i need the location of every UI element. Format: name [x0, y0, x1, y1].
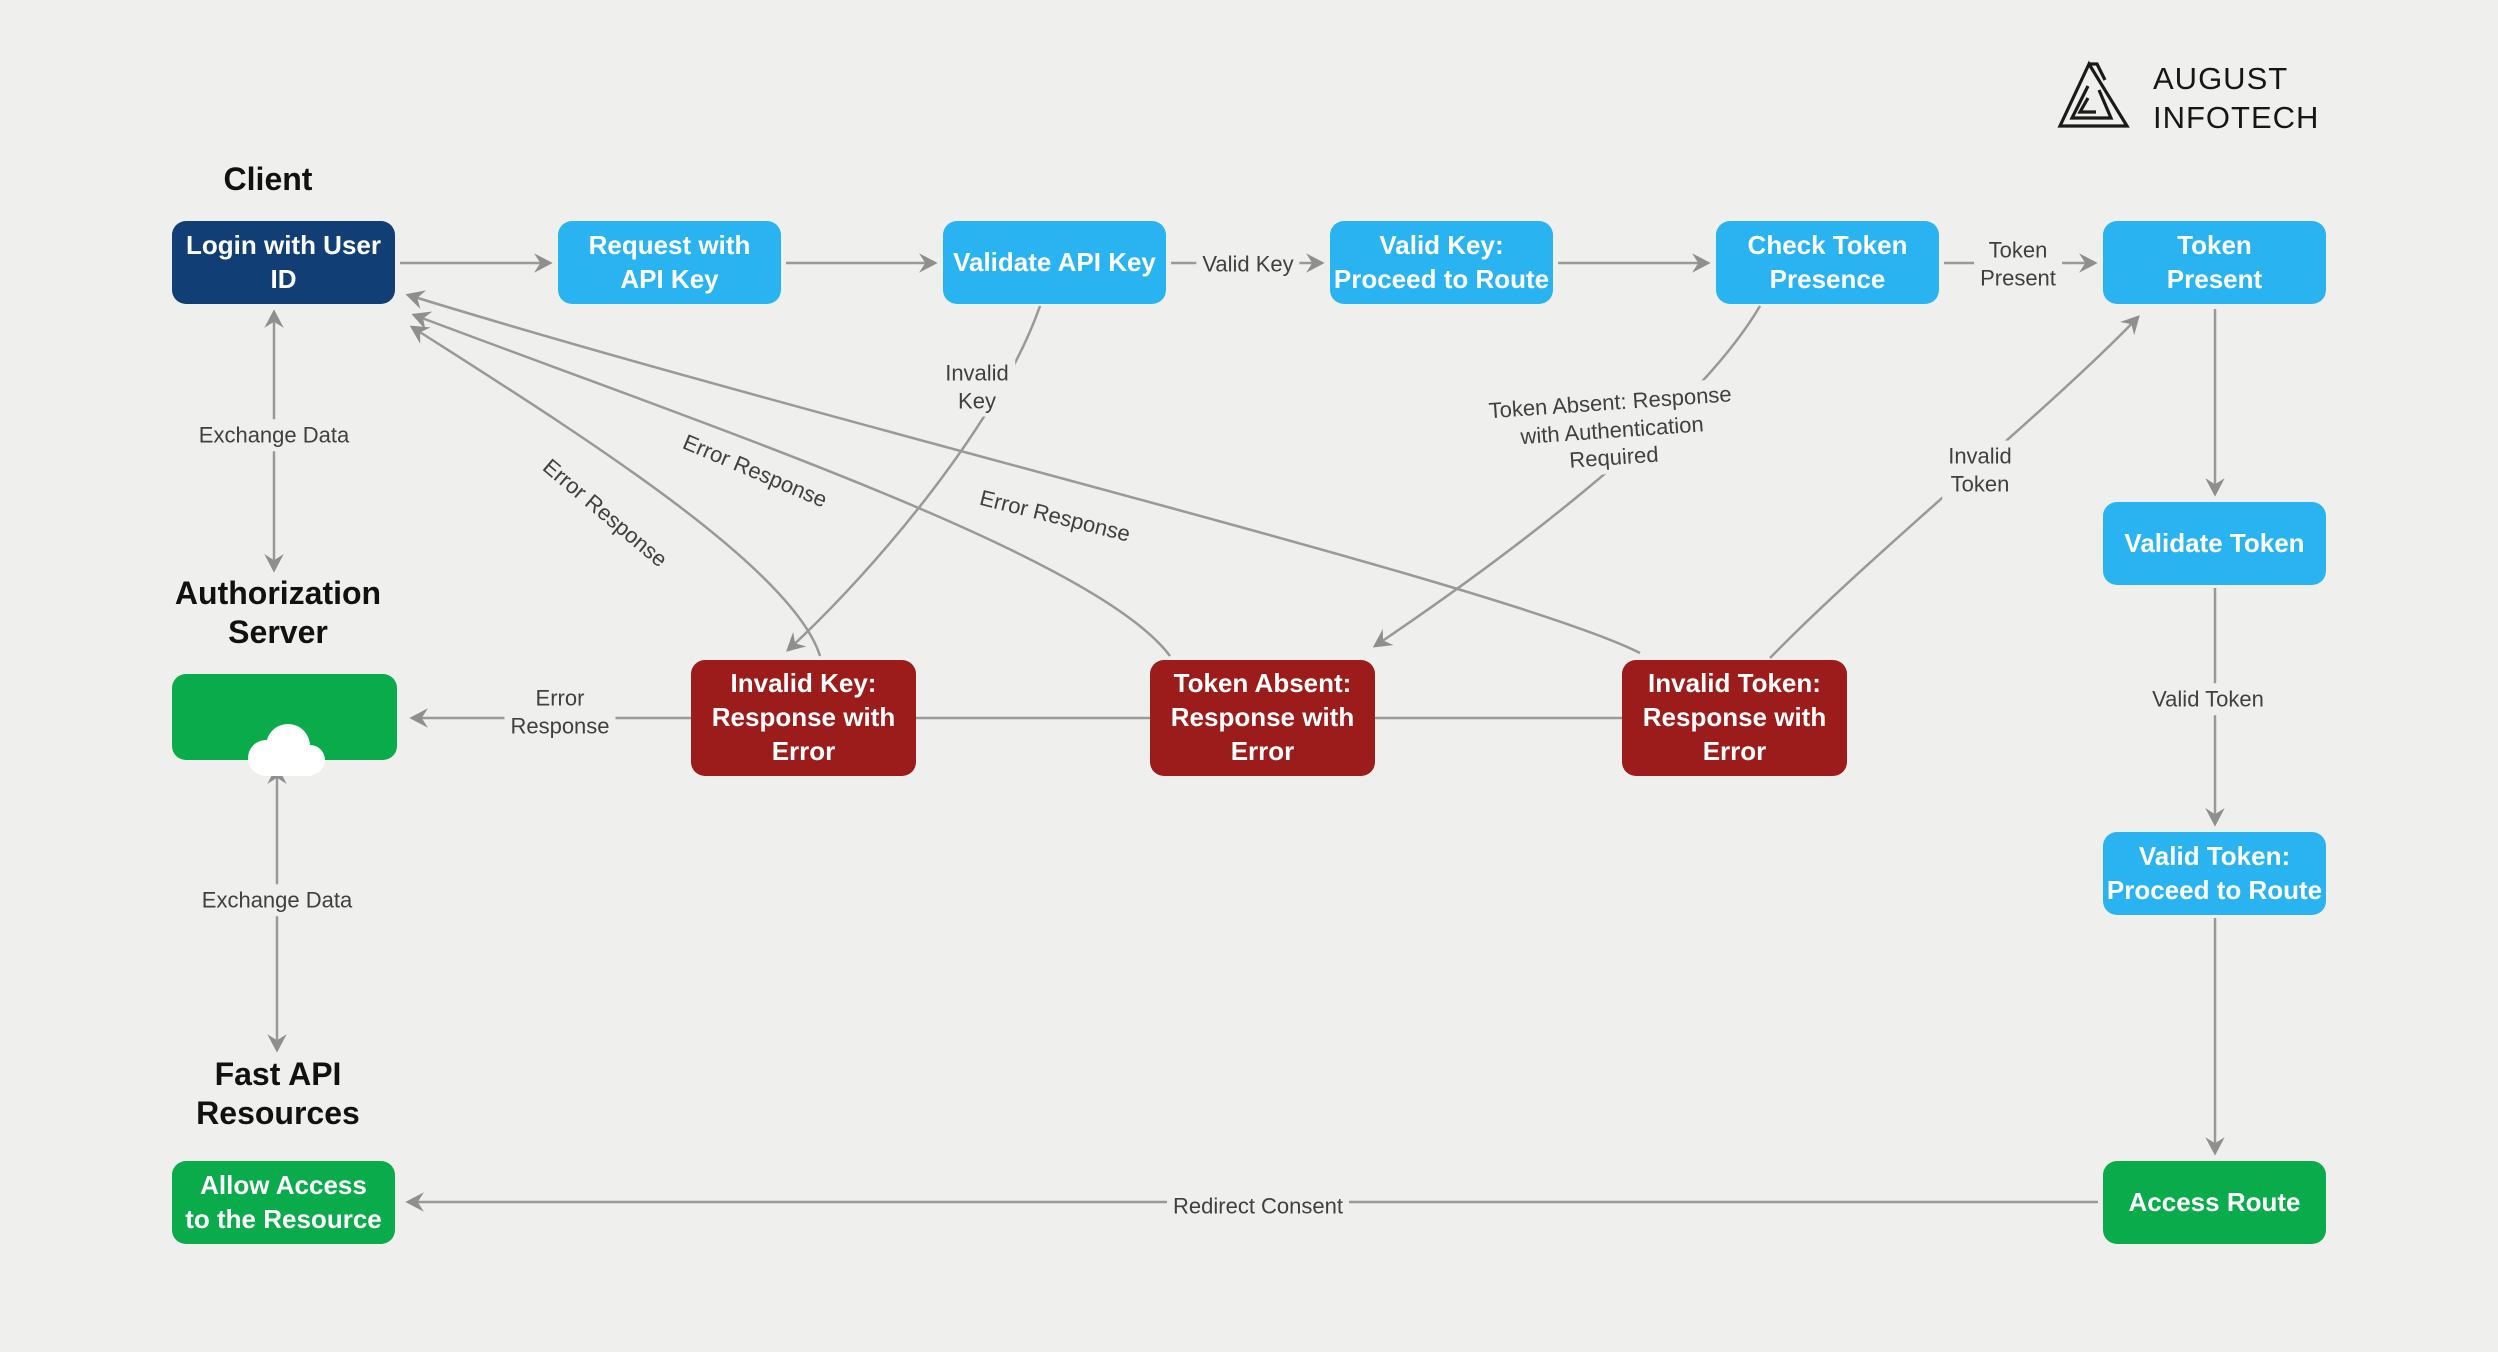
node-validate-api-key: Validate API Key [943, 221, 1166, 304]
mountain-triangle-logo-icon [2055, 56, 2135, 141]
edge-label-error-response-to-auth: Error Response [504, 682, 616, 742]
edge-label-exchange-data-fastapi: Exchange Data [195, 884, 359, 916]
edge-label-invalid-key: Invalid Key [939, 357, 1015, 417]
logo-text: AUGUST INFOTECH [2153, 60, 2319, 137]
logo-line2: INFOTECH [2153, 99, 2320, 135]
node-valid-key-proceed-to-route: Valid Key: Proceed to Route [1330, 221, 1553, 304]
node-access-route: Access Route [2103, 1161, 2326, 1244]
node-invalid-key-response-error: Invalid Key: Response with Error [691, 660, 916, 776]
edge-label-exchange-data-client: Exchange Data [192, 419, 356, 451]
node-allow-access-to-resource: Allow Access to the Resource [172, 1161, 395, 1244]
node-check-token-presence: Check Token Presence [1716, 221, 1939, 304]
edge-label-token-absent-auth-required: Token Absent: Response with Authenticati… [1481, 377, 1743, 483]
edge-label-redirect-consent: Redirect Consent [1167, 1190, 1349, 1222]
group-heading-authorization-server: Authorization Server [174, 575, 382, 651]
node-login-with-user-id: Login with User ID [172, 221, 395, 304]
cloud-icon [230, 682, 340, 776]
group-heading-client: Client [223, 161, 313, 197]
august-infotech-logo: AUGUST INFOTECH [2055, 56, 2319, 141]
node-invalid-token-response-error: Invalid Token: Response with Error [1622, 660, 1847, 776]
node-valid-token-proceed-to-route: Valid Token: Proceed to Route [2103, 832, 2326, 915]
node-token-absent-response-error: Token Absent: Response with Error [1150, 660, 1375, 776]
logo-line1: AUGUST [2153, 61, 2289, 97]
edge-label-valid-token: Valid Token [2146, 683, 2270, 715]
node-token-present: Token Present [2103, 221, 2326, 304]
edge-checktoken-to-tokenabsent [1372, 305, 1762, 648]
node-authorization-server [172, 674, 397, 776]
edge-tokenabsent-to-login [411, 311, 1172, 657]
node-request-with-api-key: Request with API Key [558, 221, 781, 304]
node-validate-token: Validate Token [2103, 502, 2326, 585]
group-heading-fast-api-resources: Fast API Resources [196, 1056, 360, 1132]
edge-invalidkey-to-login [409, 325, 822, 657]
edge-invalidtoken-to-login [405, 290, 1641, 655]
edge-validate-to-invalidkey [786, 305, 1042, 652]
edge-label-invalid-token: Invalid Token [1942, 440, 2018, 500]
edge-label-token-present: Token Present [1974, 234, 2062, 294]
edge-label-valid-key: Valid Key [1196, 248, 1300, 280]
